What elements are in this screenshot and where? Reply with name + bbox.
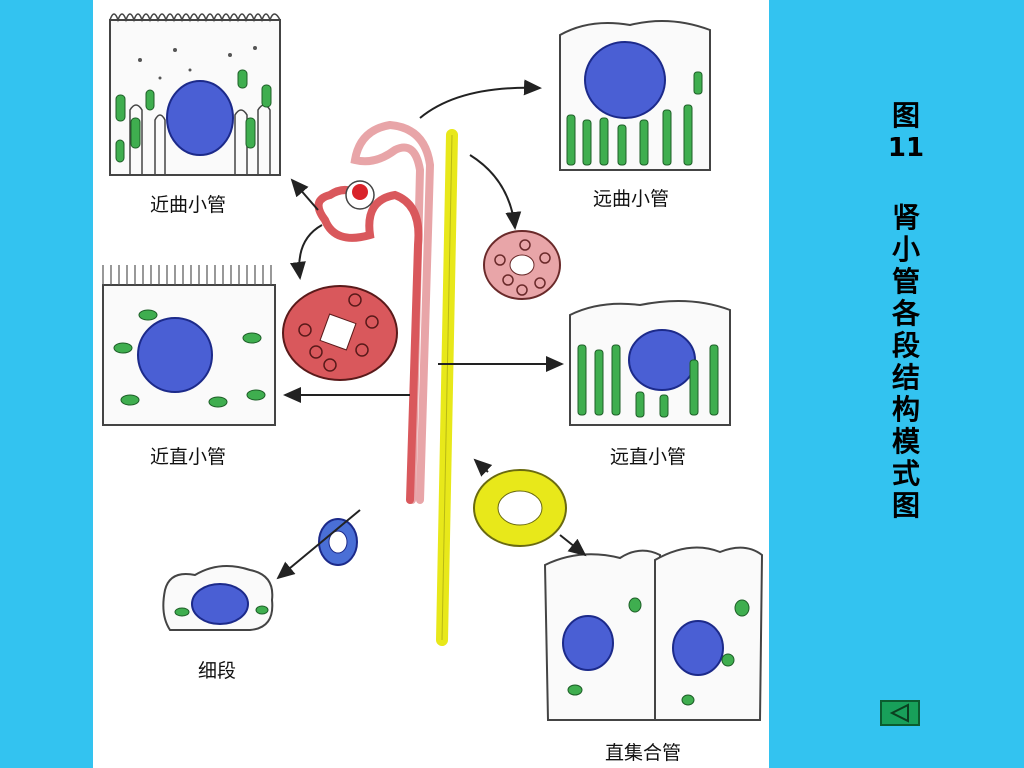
label-thin-segment: 细段: [198, 660, 237, 682]
label-distal-straight: 远直小管: [610, 446, 687, 468]
thin-segment-cell: [162, 565, 274, 631]
proximal-convoluted-cell: [109, 13, 281, 176]
distal-convoluted-cell: [559, 20, 711, 171]
proximal-straight-cell: [102, 265, 276, 426]
triangle-left-icon: [889, 703, 909, 723]
slide-title: 图 11 肾小管各段结构模式图: [886, 100, 926, 522]
arrows: [276, 79, 587, 580]
distal-cross-section: [483, 230, 561, 300]
collecting-duct-cross-section: [473, 469, 567, 547]
label-proximal-convoluted: 近曲小管: [150, 194, 227, 216]
label-proximal-straight: 近直小管: [150, 446, 227, 468]
collecting-duct-cells: [543, 546, 764, 721]
distal-straight-cell: [569, 300, 731, 426]
figure-title: 肾小管各段结构模式图: [891, 201, 920, 522]
label-collecting-duct: 直集合管: [605, 742, 682, 764]
thin-segment-cross-section: [318, 518, 358, 566]
figure-number: 11: [887, 133, 925, 163]
proximal-cross-section: [282, 285, 398, 381]
figure-label: 图: [891, 99, 920, 132]
back-button[interactable]: [880, 700, 920, 726]
nephron-tubule: [314, 120, 458, 646]
label-distal-convoluted: 远曲小管: [593, 188, 670, 210]
